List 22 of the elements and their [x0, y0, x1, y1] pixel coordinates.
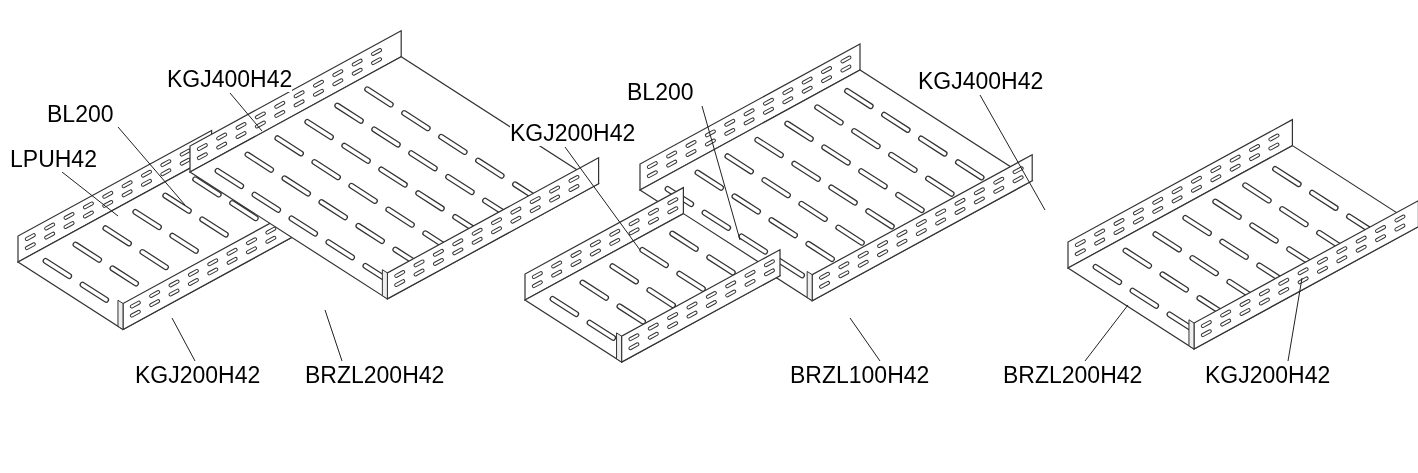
- leader-line: [229, 92, 263, 132]
- part-label: BL200: [627, 79, 694, 105]
- leader-line: [1287, 277, 1303, 362]
- leader-line: [701, 105, 741, 241]
- leader-line: [171, 317, 196, 362]
- part-label: BRZL200H42: [305, 362, 445, 388]
- part-label: BRZL100H42: [790, 362, 930, 388]
- leader-line: [61, 171, 119, 217]
- part-label: BL200: [47, 101, 114, 127]
- leader-line: [1084, 304, 1129, 362]
- leader-line: [979, 94, 1046, 211]
- leader-line: [564, 146, 641, 251]
- part-label: KGJ200H42: [135, 362, 261, 388]
- part-label: BRZL200H42: [1003, 362, 1143, 388]
- part-label: KGJ200H42: [1205, 362, 1331, 388]
- leader-line: [849, 317, 881, 362]
- part-label: KGJ200H42: [510, 120, 636, 146]
- leader-line: [117, 126, 186, 206]
- part-label: KGJ400H42: [167, 66, 293, 92]
- leader-line: [324, 309, 343, 362]
- part-label: LPUH42: [10, 146, 97, 172]
- part-label: KGJ400H42: [918, 68, 1044, 94]
